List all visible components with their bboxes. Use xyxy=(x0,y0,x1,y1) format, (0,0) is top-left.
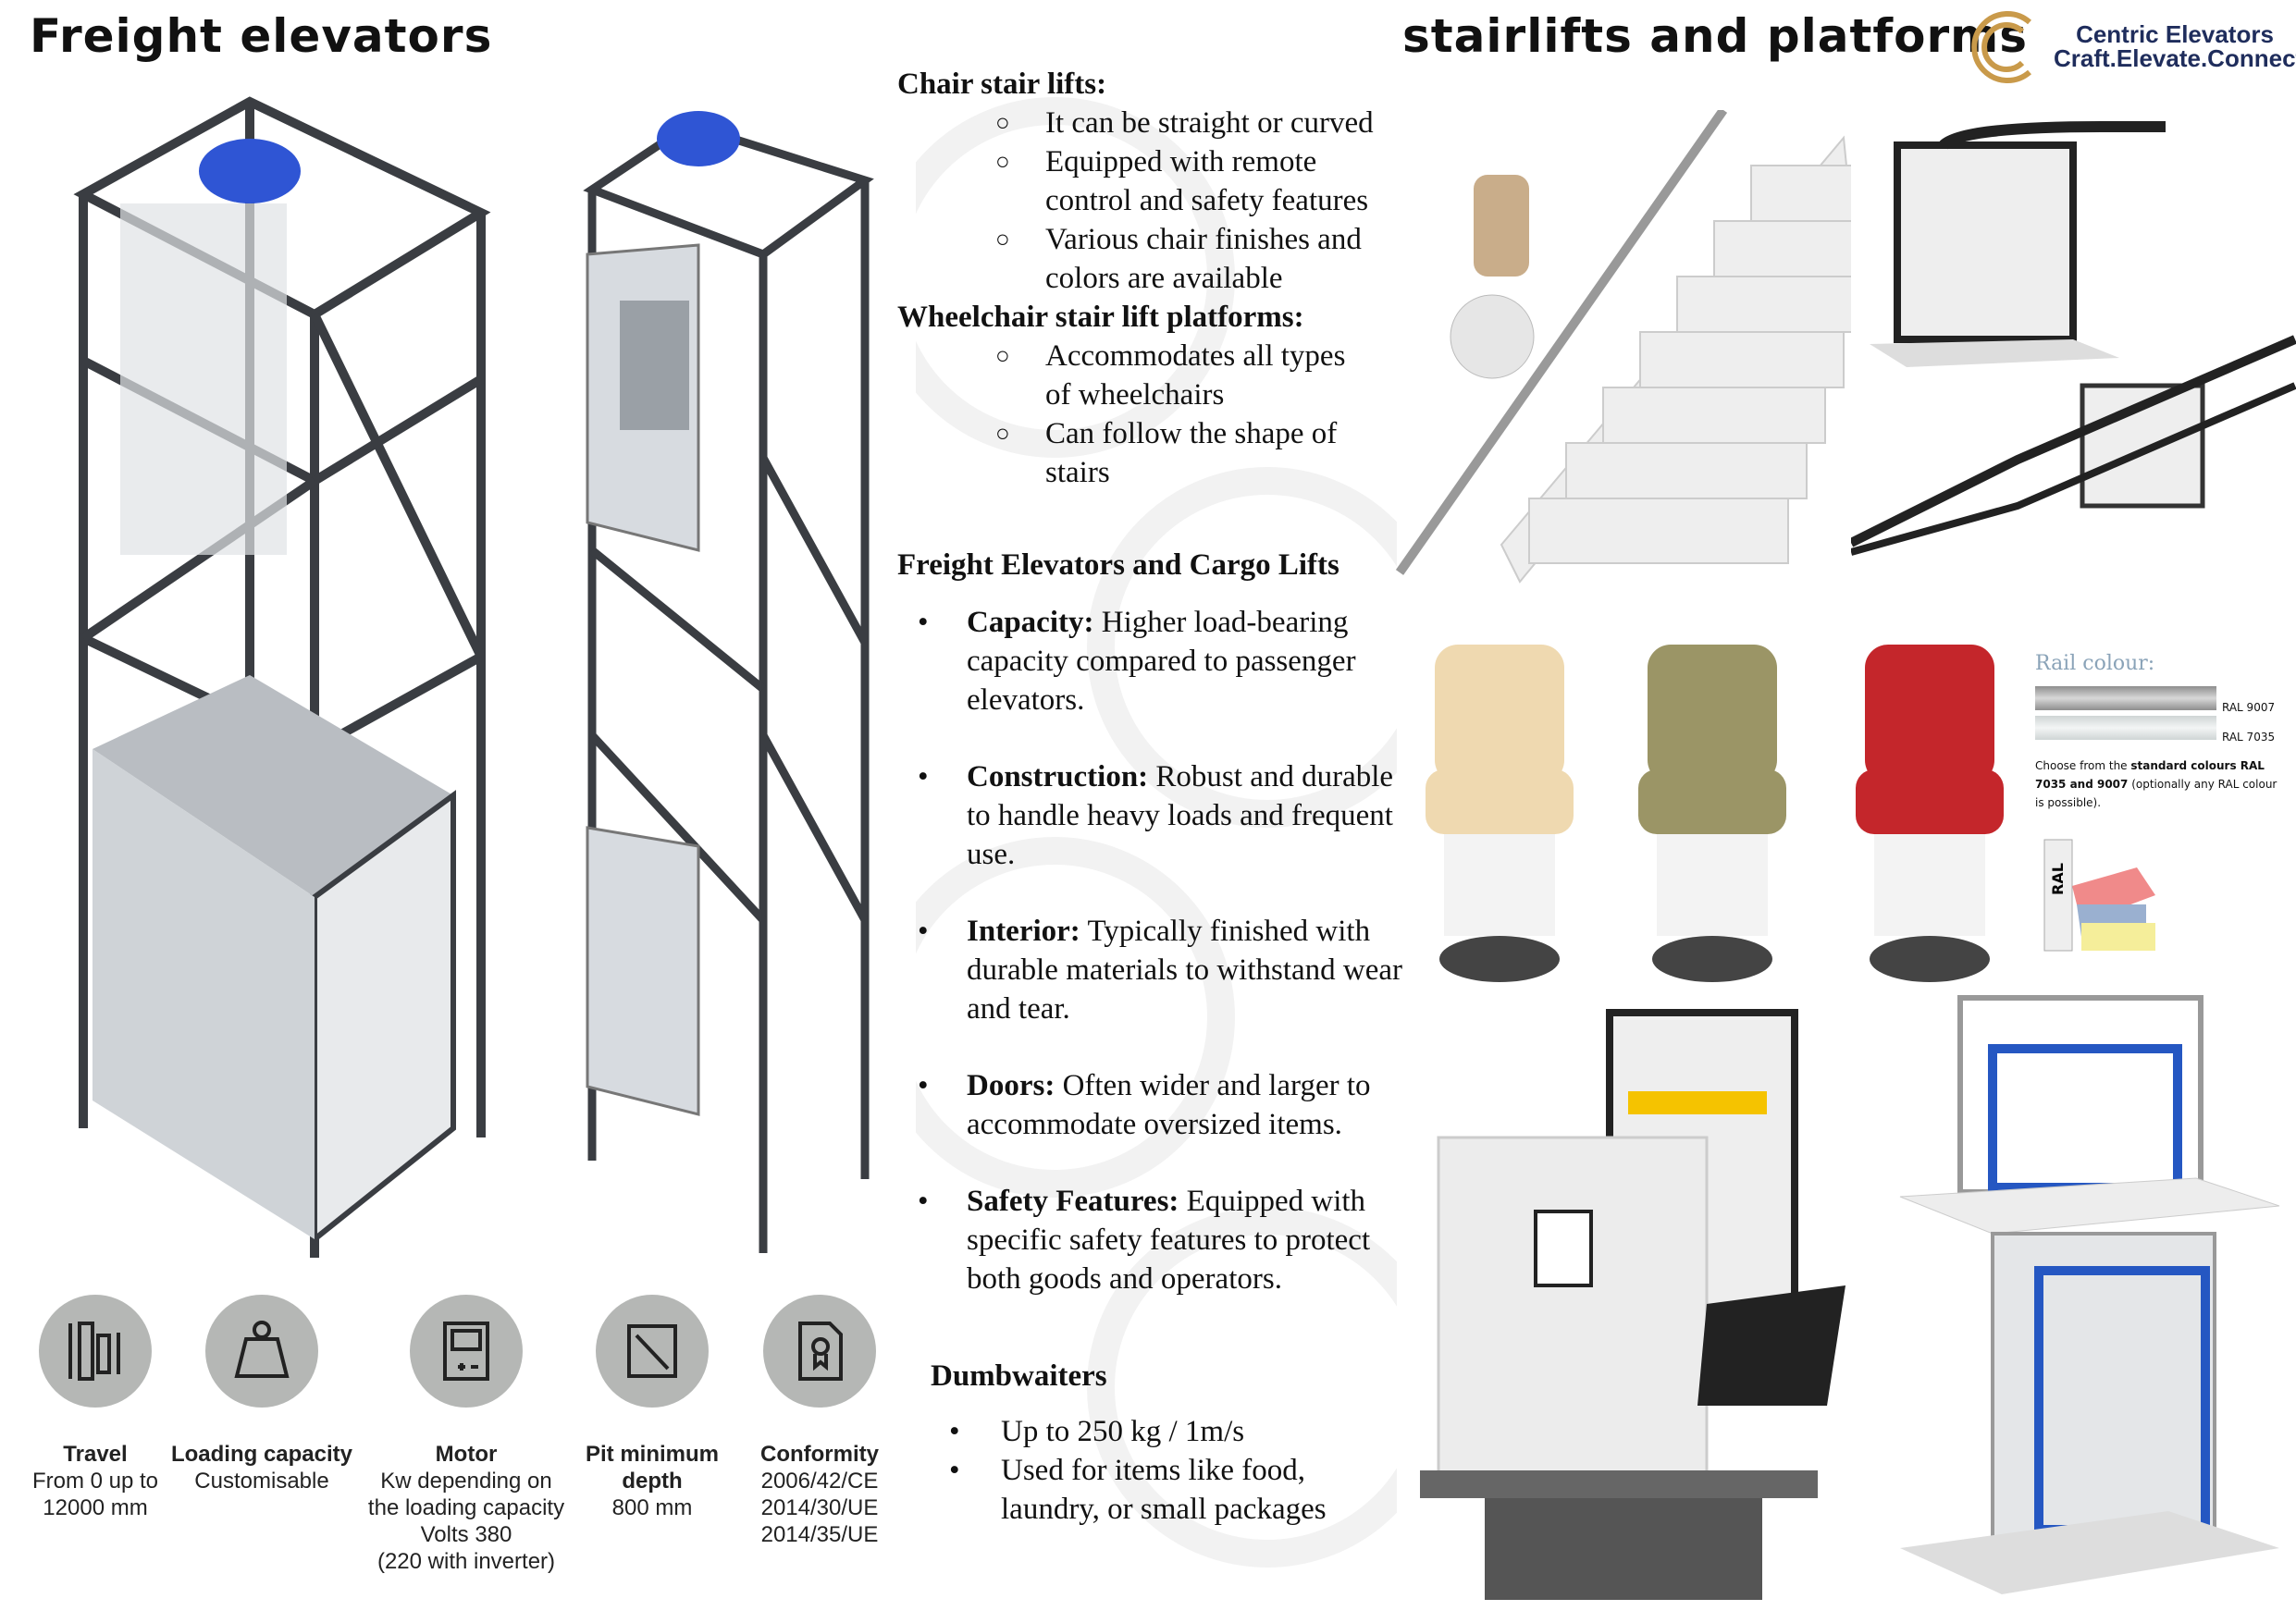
svg-text:RAL: RAL xyxy=(2049,863,2067,895)
dumbwaiter-image xyxy=(583,111,874,1253)
chair-stair-lifts-section: Chair stair lifts: It can be straight or… xyxy=(897,65,1406,492)
list-item: Doors: Often wider and larger to accommo… xyxy=(897,1066,1406,1144)
pit-dimension-icon xyxy=(596,1295,709,1408)
spec-loading-capacity: Loading capacity Customisable xyxy=(160,1295,364,1494)
cargo-lift-image xyxy=(1899,995,2280,1594)
chair-red xyxy=(1856,645,2004,982)
list-item: Capacity: Higher load-bearing capacity c… xyxy=(897,603,1406,719)
list-item: Safety Features: Equipped with specific … xyxy=(897,1182,1406,1298)
logo-rings-icon xyxy=(1971,11,2031,83)
rail-colour-panel: Rail colour: RAL 9007 RAL 7035 Choose fr… xyxy=(2035,652,2296,964)
freight-elevator-image xyxy=(73,96,491,1258)
list-item: Interior: Typically finished with durabl… xyxy=(897,912,1406,1028)
list-item: It can be straight or curved xyxy=(897,104,1406,142)
freight-elevators-title: Freight elevators xyxy=(30,9,493,63)
list-item: Used for items like food, laundry, or sm… xyxy=(897,1451,1406,1529)
list-item: Can follow the shape of stairs xyxy=(897,414,1406,492)
list-item: Construction: Robust and durable to hand… xyxy=(897,757,1406,874)
wheelchair-platform-image xyxy=(1851,121,2296,556)
list-item: Various chair finishes and colors are av… xyxy=(897,220,1406,298)
certificate-icon xyxy=(763,1295,876,1408)
company-logo: Centric Elevators Craft.Elevate.Connect xyxy=(1965,6,2296,89)
motor-meter-icon xyxy=(410,1295,523,1408)
list-item: Accommodates all types of wheelchairs xyxy=(897,337,1406,414)
rail-swatch-7035 xyxy=(2035,716,2216,740)
chair-green xyxy=(1638,645,1786,982)
rail-note: Choose from the standard colours RAL 703… xyxy=(2035,759,2277,809)
list-item: Equipped with remote control and safety … xyxy=(897,142,1406,220)
weight-icon xyxy=(205,1295,318,1408)
spec-pit-depth: Pit minimum depth 800 mm xyxy=(550,1295,754,1521)
stairlift-chair-colours-image xyxy=(1426,645,2004,982)
chair-stairlift-image xyxy=(1395,110,1851,584)
dumbwaiters-section: Dumbwaiters Up to 250 kg / 1m/s Used for… xyxy=(897,1357,1406,1529)
travel-icon xyxy=(39,1295,152,1408)
list-item: Up to 250 kg / 1m/s xyxy=(897,1412,1406,1451)
chair-beige xyxy=(1426,645,1574,982)
stairlifts-title: stairlifts and platforms xyxy=(1402,9,2029,63)
rail-swatch-9007 xyxy=(2035,686,2216,710)
vertical-platform-lift-image xyxy=(1420,1009,1845,1600)
ral-colour-fan-icon: RAL xyxy=(2043,839,2155,952)
freight-section: Freight Elevators and Cargo Lifts Capaci… xyxy=(897,546,1406,1336)
